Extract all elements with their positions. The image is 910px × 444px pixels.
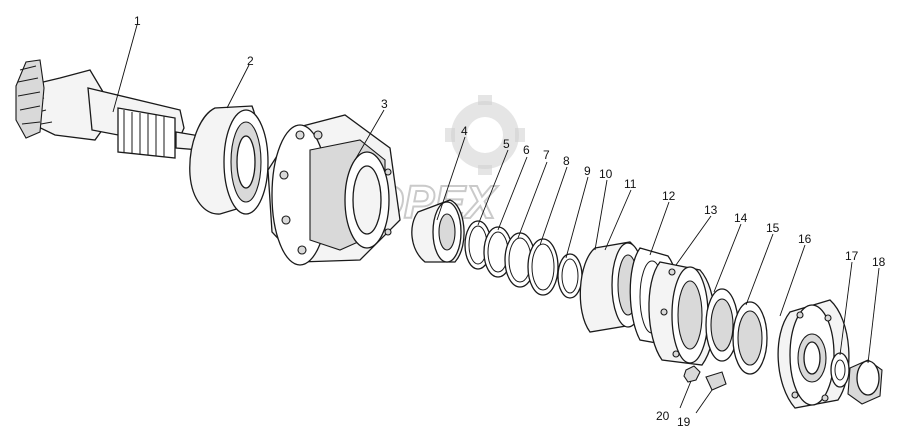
callout-17: 17 — [845, 249, 859, 263]
part-17-washer — [830, 352, 850, 388]
part-1-pinion-shaft — [15, 59, 201, 159]
part-16-flange — [777, 299, 850, 409]
callout-14: 14 — [734, 211, 748, 225]
part-2-bearing — [189, 105, 269, 215]
callout-1: 1 — [134, 14, 141, 28]
parts-5-9-rings — [464, 220, 583, 299]
part-18-nut — [847, 359, 883, 405]
callout-6: 6 — [523, 143, 530, 157]
part-13-cover — [648, 261, 716, 366]
part-14-seal — [705, 288, 739, 362]
callout-10: 10 — [599, 167, 613, 181]
leader-lines — [112, 24, 880, 414]
callout-9: 9 — [584, 164, 591, 178]
callout-4: 4 — [461, 124, 468, 138]
watermark-gear-icon — [445, 95, 525, 175]
part-8-ring — [527, 238, 559, 296]
callout-13: 13 — [704, 203, 718, 217]
callout-12: 12 — [662, 189, 676, 203]
callout-16: 16 — [798, 232, 812, 246]
callout-19: 19 — [677, 415, 691, 429]
part-19-bolt — [705, 371, 727, 391]
callout-3: 3 — [381, 97, 388, 111]
callout-2: 2 — [247, 54, 254, 68]
callout-8: 8 — [563, 154, 570, 168]
callout-15: 15 — [766, 221, 780, 235]
part-3-housing — [267, 114, 401, 266]
part-15-seal — [732, 301, 768, 375]
callout-11: 11 — [624, 177, 637, 191]
callout-20: 20 — [656, 409, 670, 423]
part-4-bushing — [411, 199, 465, 263]
callout-labels: 1 2 3 4 5 6 7 8 9 10 11 12 13 14 15 16 1… — [134, 14, 886, 429]
callout-7: 7 — [543, 148, 550, 162]
callout-18: 18 — [872, 255, 886, 269]
part-20-small-nut — [683, 365, 701, 383]
callout-5: 5 — [503, 137, 510, 151]
